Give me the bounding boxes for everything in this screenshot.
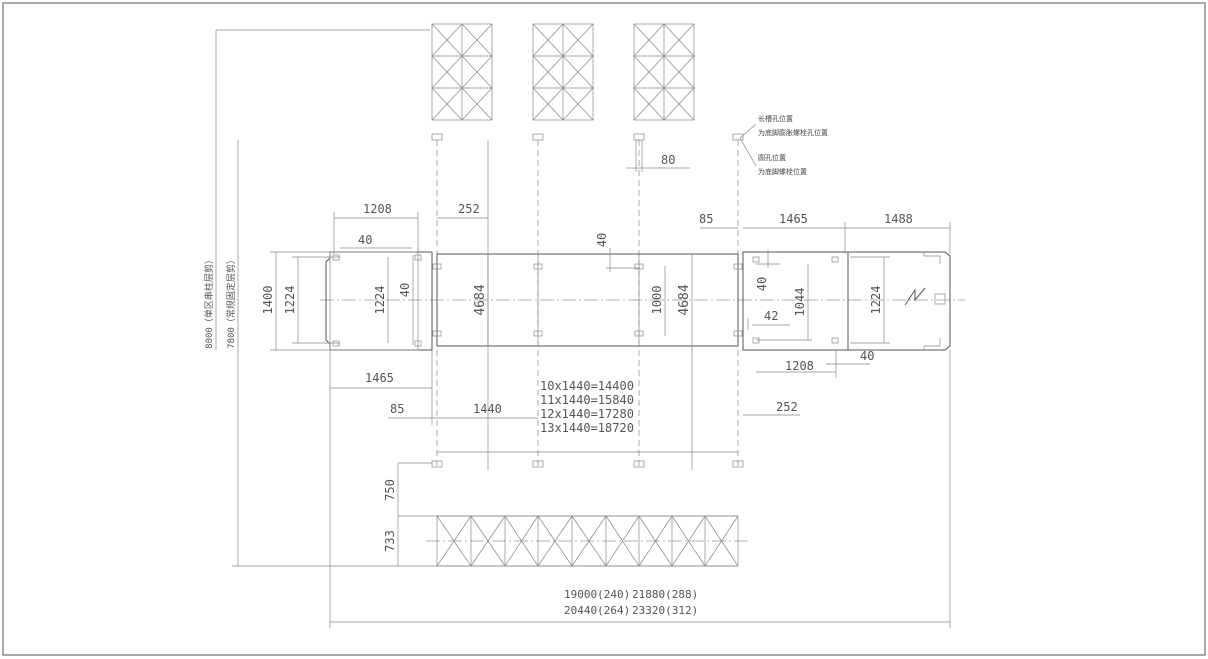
formula-10: 10x1440=14400 xyxy=(540,379,634,393)
dim-1000: 1000 xyxy=(650,286,664,315)
dim-1224-c: 1224 xyxy=(869,286,883,315)
total-19000: 19000(240) xyxy=(564,588,630,601)
dim-40-right-bottom: 40 xyxy=(860,349,874,363)
dim-252-bottom: 252 xyxy=(776,400,798,414)
dim-40-vertical: 40 xyxy=(398,283,412,297)
top-block-group-3 xyxy=(633,23,695,121)
dim-1488: 1488 xyxy=(884,212,913,226)
formula-12: 12x1440=17280 xyxy=(540,407,634,421)
top-block-group-2 xyxy=(532,23,594,121)
dim-1465-top: 1465 xyxy=(779,212,808,226)
dim-1224-a: 1224 xyxy=(283,286,297,315)
dim-40-left: 40 xyxy=(358,233,372,247)
bolt-row-top xyxy=(431,133,744,141)
total-21880: 21880(288) xyxy=(632,588,698,601)
dim-1208-right: 1208 xyxy=(785,359,814,373)
dim-42: 42 xyxy=(764,309,778,323)
total-20440: 20440(264) xyxy=(564,604,630,617)
dim-1224-b: 1224 xyxy=(373,286,387,315)
note-slot-sub: 为底脚膨胀螺栓孔位置 xyxy=(758,128,828,137)
dim-8000: 8000（单区串柱层剪） xyxy=(203,255,215,349)
dim-1440: 1440 xyxy=(473,402,502,416)
note-round-sub: 为底脚螺栓位置 xyxy=(758,167,807,176)
total-23320: 23320(312) xyxy=(632,604,698,617)
dim-1465-bottom: 1465 xyxy=(365,371,394,385)
dim-1208-left: 1208 xyxy=(363,202,392,216)
dim-85-bottom: 85 xyxy=(390,402,404,416)
dim-1400: 1400 xyxy=(261,286,275,315)
dim-4684-b: 4684 xyxy=(677,284,692,315)
dim-252-top: 252 xyxy=(458,202,480,216)
top-block-group-1 xyxy=(431,23,493,121)
central-module xyxy=(432,253,743,347)
dim-750: 750 xyxy=(383,479,397,501)
note-round-position: 圆孔位置 xyxy=(758,153,786,162)
bottom-block-strip xyxy=(426,515,748,567)
dim-85-top: 85 xyxy=(699,212,713,226)
dim-40-right: 40 xyxy=(755,277,769,291)
dim-40-mid: 40 xyxy=(595,233,609,247)
bolt-row-bottom xyxy=(431,460,744,468)
formula-13: 13x1440=18720 xyxy=(540,421,634,435)
right-module xyxy=(742,251,951,351)
dim-733: 733 xyxy=(383,530,397,552)
dim-80: 80 xyxy=(661,153,675,167)
dim-1044: 1044 xyxy=(793,288,807,317)
dim-7800: 7800（常规固定层剪） xyxy=(225,255,237,349)
left-module xyxy=(325,251,433,351)
arrow-symbol xyxy=(904,287,926,306)
note-slot-position: 长槽孔位置 xyxy=(758,114,793,123)
formula-11: 11x1440=15840 xyxy=(540,393,634,407)
dim-4684-a: 4684 xyxy=(473,284,488,315)
